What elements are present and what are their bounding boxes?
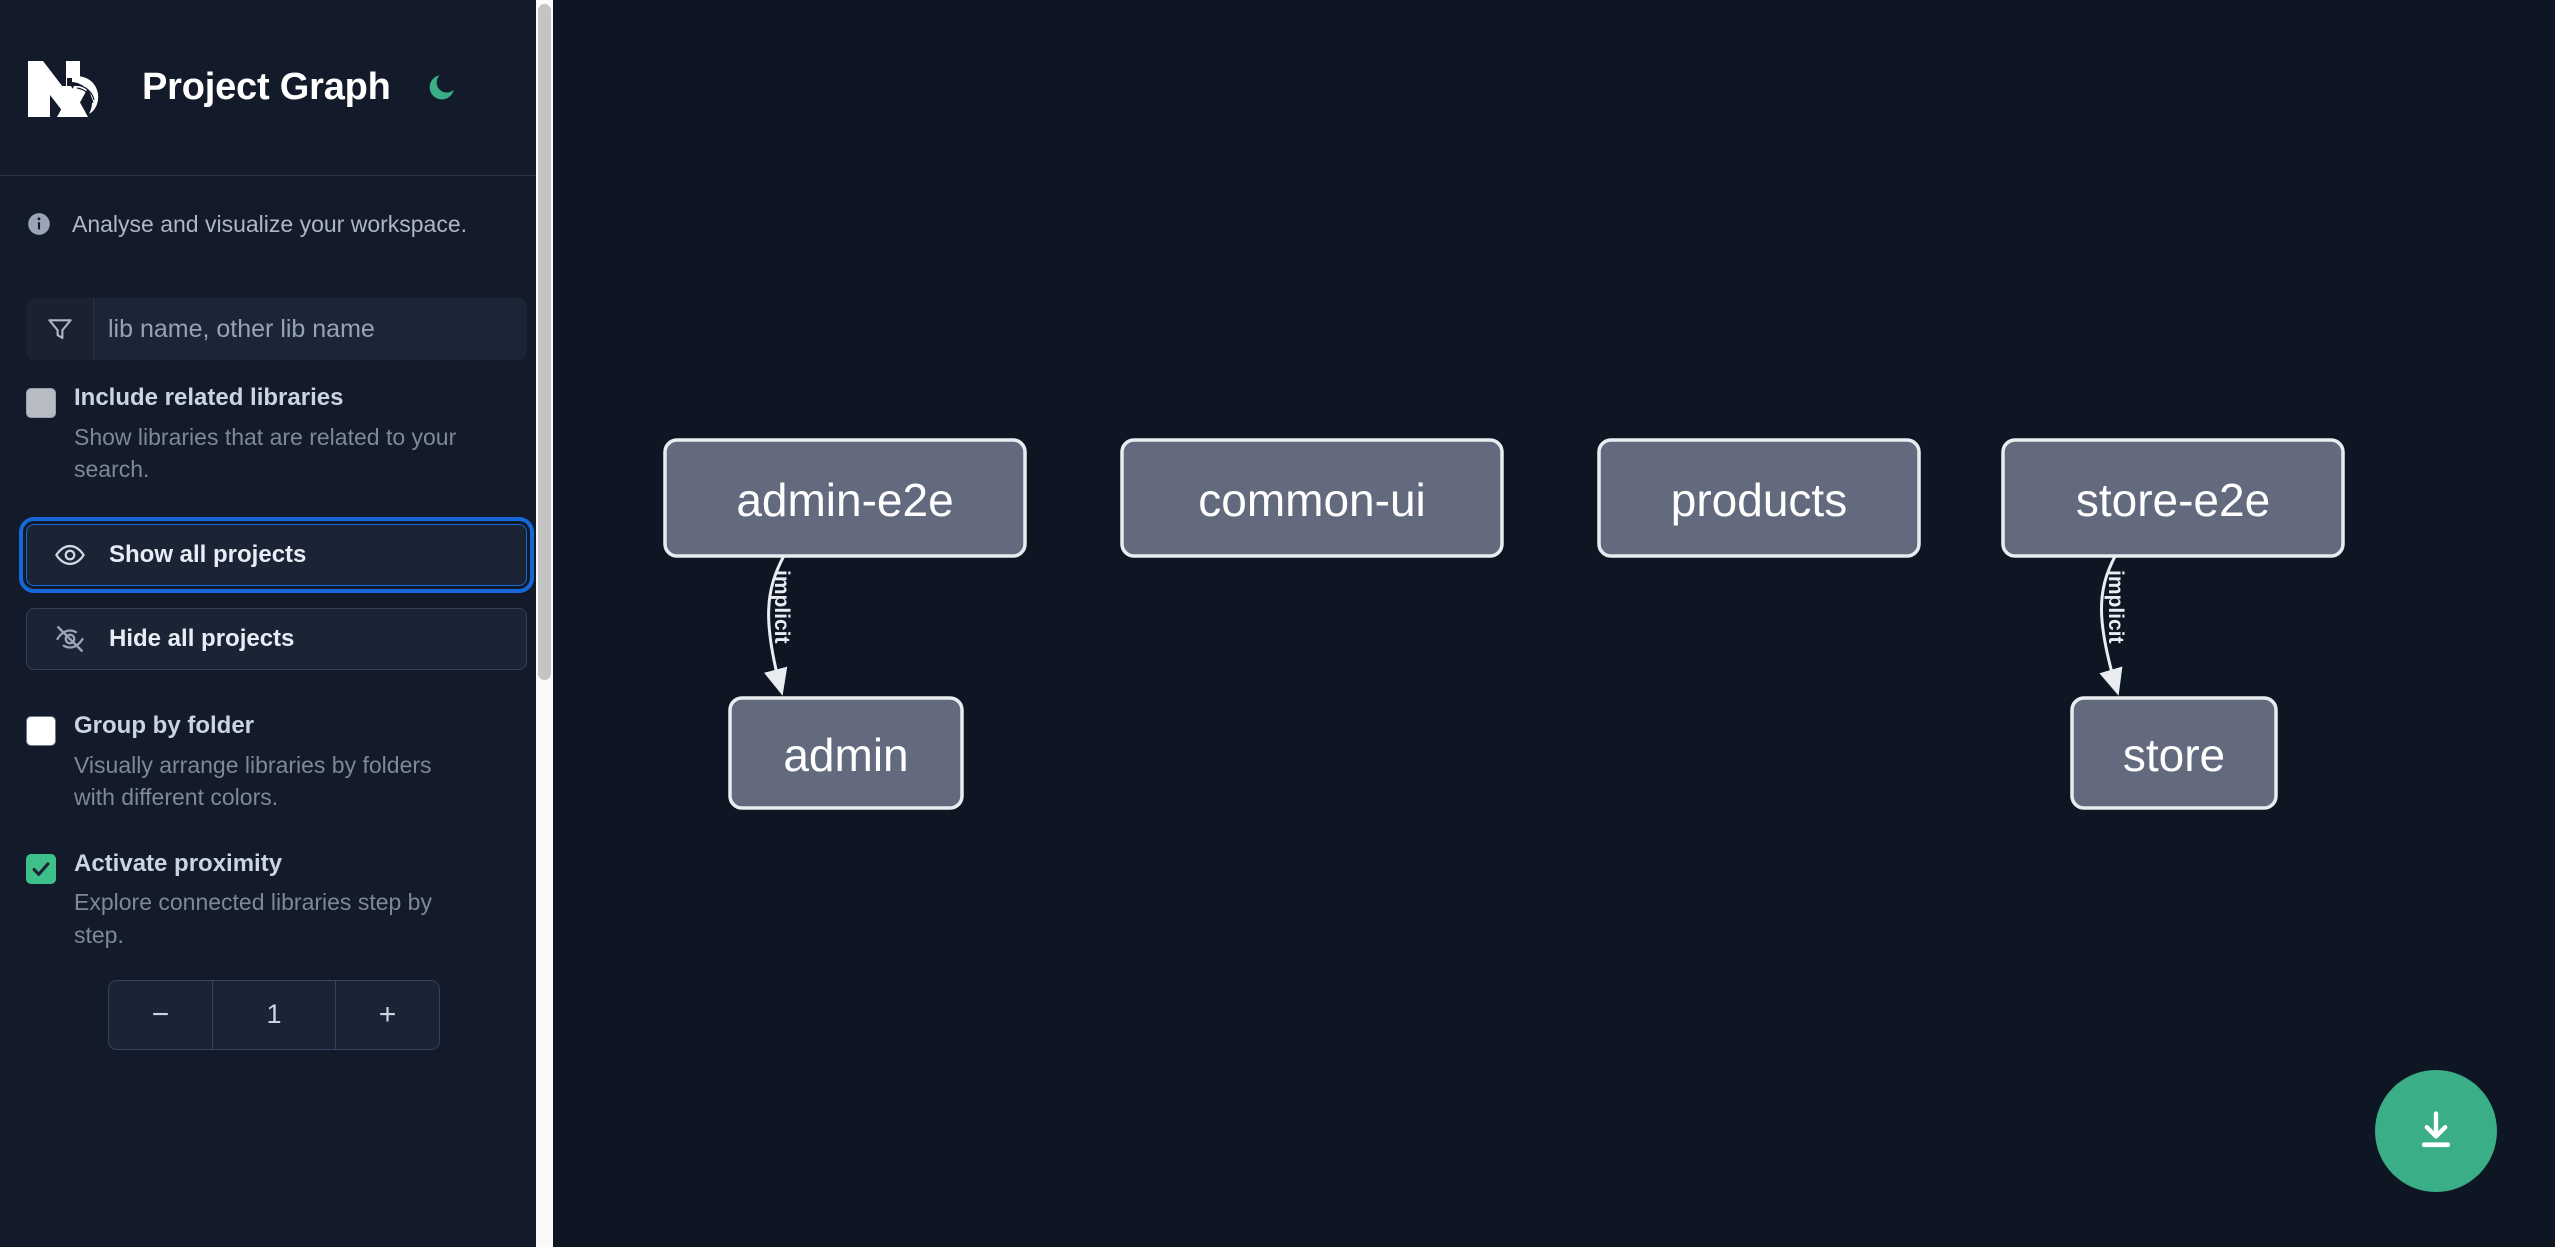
option-label: Group by folder [74,711,254,739]
eye-off-icon [53,622,87,656]
download-graph-button[interactable] [2375,1070,2497,1192]
sidebar: Project Graph Analyse and visualize your… [0,0,553,1247]
graph-edge[interactable]: implicit [2099,555,2127,696]
option-description: Explore connected libraries step by step… [74,889,432,949]
option-label: Activate proximity [74,849,283,877]
graph-node[interactable]: store-e2e [2001,438,2345,558]
sidebar-header: Project Graph [0,0,553,176]
stepper-increment-button[interactable]: + [335,980,439,1049]
edge-label: implicit [2104,570,2127,644]
option-label: Include related libraries [74,384,344,411]
show-all-projects-label: Show all projects [109,540,307,568]
nodes-layer: admin-e2e common-ui products store-e2e admin… [663,438,2345,810]
option-include-related-libraries[interactable]: Include related libraries Show libraries… [0,384,553,486]
eye-icon [53,538,87,572]
sidebar-scrollbar[interactable] [536,0,553,1247]
checkbox-include-related-libraries[interactable] [26,388,56,418]
proximity-stepper: − 1 + [108,979,440,1050]
check-icon [32,862,50,876]
checkbox-activate-proximity[interactable] [26,853,56,884]
graph-canvas[interactable]: implicit implicit admin-e2e common-ui produ… [553,0,2555,1247]
option-description: Show libraries that are related to your … [74,423,457,483]
funnel-icon [26,298,94,360]
page-title: Project Graph [142,66,391,108]
tagline-row: Analyse and visualize your workspace. [0,176,553,272]
info-icon [28,213,50,235]
graph-node[interactable]: products [1597,438,1921,558]
download-icon [2421,1111,2451,1148]
show-all-projects-button[interactable]: Show all projects [19,516,534,593]
option-description: Visually arrange libraries by folders wi… [74,751,432,811]
stepper-value: 1 [213,980,335,1049]
option-activate-proximity[interactable]: Activate proximity Explore connected lib… [0,850,553,952]
checkbox-group-by-folder[interactable] [26,715,56,746]
stepper-decrement-button[interactable]: − [109,980,213,1049]
graph-edge[interactable]: implicit [764,555,793,696]
graph-node[interactable]: admin [728,696,964,810]
edge-label: implicit [770,570,793,644]
edges-layer: implicit implicit [764,555,2127,696]
graph-node[interactable]: store [2070,696,2278,810]
nx-logo-icon [28,60,99,117]
search-input[interactable] [94,298,527,360]
graph-node[interactable]: admin-e2e [663,438,1027,558]
graph-node[interactable]: common-ui [1120,438,1504,558]
option-group-by-folder[interactable]: Group by folder Visually arrange librari… [0,712,553,814]
moon-icon[interactable] [421,68,461,108]
sidebar-scrollbar-thumb[interactable] [538,4,551,680]
project-graph-svg: implicit implicit admin-e2e common-ui produ… [663,438,2345,810]
hide-all-projects-button[interactable]: Hide all projects [26,607,527,670]
tagline-text: Analyse and visualize your workspace. [72,210,468,237]
hide-all-projects-label: Hide all projects [109,624,295,652]
filter-input-wrapper [26,298,527,360]
